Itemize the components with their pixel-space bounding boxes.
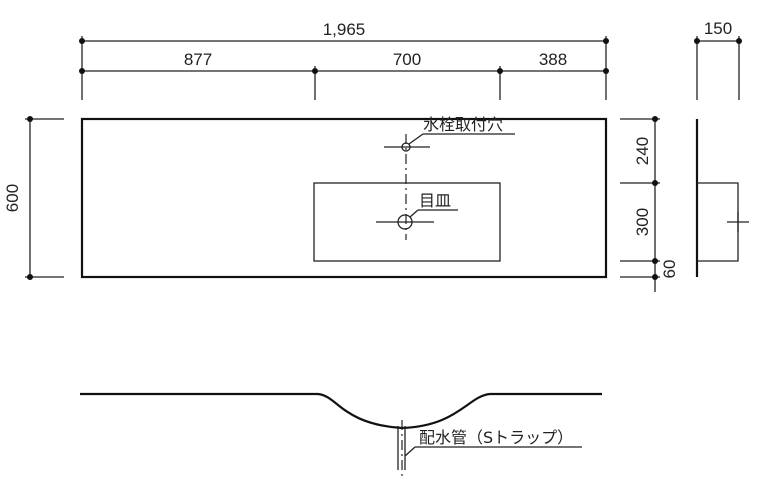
depth-dimension: 150 <box>694 19 742 100</box>
depth-label: 150 <box>704 19 732 38</box>
dim-dot <box>27 116 33 122</box>
right-middle-label: 300 <box>633 208 652 236</box>
dim-dot <box>79 68 85 74</box>
segment-right-label: 388 <box>539 50 567 69</box>
right-top-label: 240 <box>633 137 652 165</box>
dim-dot <box>736 38 742 44</box>
faucet-hole-icon <box>401 142 411 152</box>
drain-leader <box>409 209 419 218</box>
top-dimension-chain: 1,965 877 700 388 <box>79 20 609 100</box>
front-elevation-view: 配水管（Sトラップ） <box>80 392 602 476</box>
side-section-view <box>695 119 749 277</box>
dim-dot <box>79 38 85 44</box>
segment-left-label: 877 <box>184 50 212 69</box>
plan-view: 水栓取付穴 目皿 <box>80 115 608 279</box>
basin-outline <box>313 182 501 262</box>
total-width-label: 1,965 <box>323 20 366 39</box>
drain-plate-label: 目皿 <box>419 191 451 210</box>
drain-plate-icon <box>397 214 413 230</box>
dim-dot <box>652 116 658 122</box>
dim-dot <box>603 68 609 74</box>
dim-dot <box>652 180 658 186</box>
faucet-leader <box>408 133 424 145</box>
height-dimension: 600 <box>3 116 64 280</box>
dim-dot <box>603 38 609 44</box>
dim-dot <box>312 68 318 74</box>
drain-pipe-leader <box>404 446 416 457</box>
dim-dot <box>652 258 658 264</box>
dim-dot <box>27 274 33 280</box>
dim-dot <box>694 38 700 44</box>
faucet-hole-label: 水栓取付穴 <box>423 115 503 134</box>
height-label: 600 <box>3 184 22 212</box>
right-dimension-chain: 240 300 60 <box>620 116 679 292</box>
front-basin-profile <box>80 392 602 430</box>
dim-dot <box>652 274 658 280</box>
drain-pipe-label: 配水管（Sトラップ） <box>419 428 573 447</box>
segment-middle-label: 700 <box>393 50 421 69</box>
dim-dot <box>497 68 503 74</box>
right-bottom-label: 60 <box>660 260 679 279</box>
counter-top-outline <box>80 117 608 279</box>
